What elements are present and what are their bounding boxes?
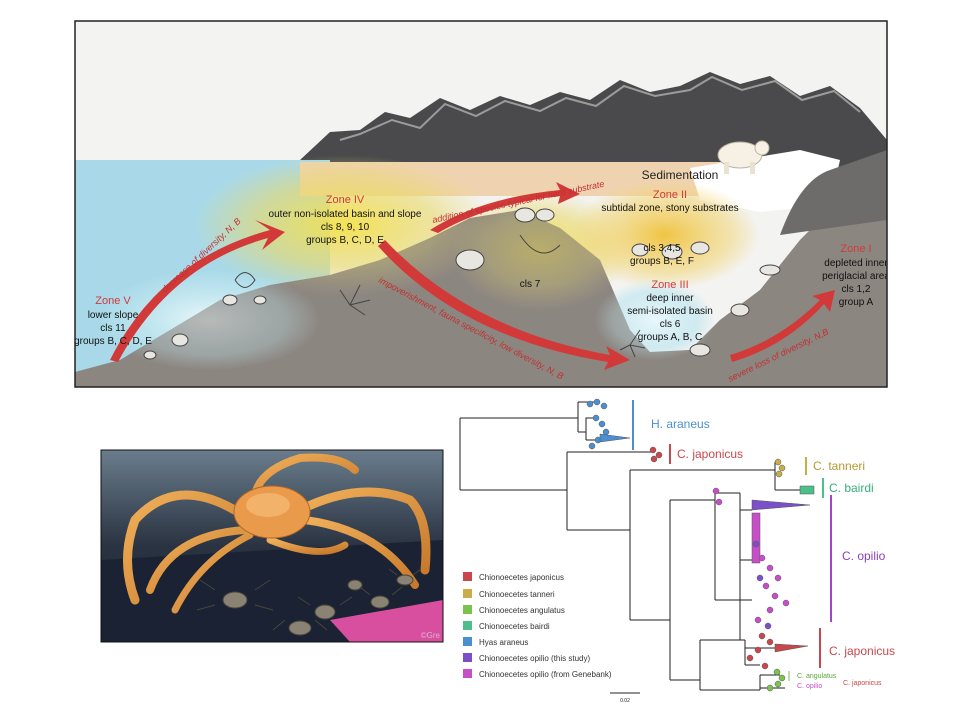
legend-label-7: Chionoecetes opilio (from Genebank) [479, 670, 612, 679]
zone1-label: Zone I depleted inner periglacial area c… [822, 243, 890, 308]
zone3-label: Zone III deep inner semi-isolated basin … [627, 279, 713, 343]
fauna-illustrations [143, 207, 781, 360]
crab-photo: ©Gre [100, 449, 444, 643]
legend-label-3: Chionoecetes angulatus [479, 606, 565, 615]
legend-swatch-5 [463, 637, 472, 646]
legend-swatch-7 [463, 669, 472, 678]
scale-bar: 0.02 [610, 692, 640, 704]
mountain-highlights [339, 75, 861, 141]
zone5-line-2: cls 11 [100, 323, 126, 334]
zone1-line-3: cls 1,2 [842, 284, 871, 295]
species-legend: Chionoecetes japonicus Chionoecetes tann… [463, 572, 612, 679]
clade-label-h-araneus: H. araneus [651, 417, 710, 431]
small-crabs [196, 568, 422, 636]
clade-label-c-tanneri: C. tanneri [813, 459, 865, 473]
clade-label-c-japonicus-top: C. japonicus [677, 447, 743, 461]
right-cliff [780, 150, 887, 235]
zone4-line-1: outer non-isolated basin and slope [269, 209, 422, 220]
zone4-line-3: groups B, C, D, E [306, 235, 384, 246]
clade-label-c-japonicus-small: C. japonicus [843, 680, 882, 687]
legend-swatch-1 [463, 572, 472, 581]
tree-branches [459, 401, 800, 691]
zone2-glow [570, 180, 760, 290]
zone3-line-3: cls 6 [660, 319, 681, 330]
arrow-impoverishment [378, 240, 630, 370]
photo-border [100, 449, 444, 643]
polar-bear-illustration [717, 140, 770, 174]
zone1-line-1: depleted inner [824, 258, 888, 269]
zone-diagram-border [74, 20, 888, 388]
zone2-line-2: cls 3,4,5 [643, 243, 681, 254]
zone5-title: Zone V [95, 295, 131, 307]
zone3-line-1: deep inner [646, 293, 694, 304]
clade-label-c-angulatus-small: C. angulatus [797, 673, 837, 680]
tree-tip-markers [586, 398, 815, 692]
arrow-severe-loss [730, 290, 835, 362]
clade-label-c-bairdi: C. bairdi [829, 481, 874, 495]
zone3-line-4: groups A, B, C [638, 332, 702, 343]
clade-bars [632, 400, 832, 681]
legend-label-4: Chionoecetes bairdi [479, 622, 550, 631]
legend-swatch-6 [463, 653, 472, 662]
zone4-title: Zone IV [326, 194, 365, 206]
zone2-label: Zone II subtidal zone, stony substrates … [601, 189, 738, 267]
phylogenetic-tree: H. araneus C. japonicus C. tanneri C. ba… [459, 398, 895, 704]
scale-bar-label: 0.02 [620, 698, 630, 704]
zone5-line-3: groups B, C, D, E [74, 336, 152, 347]
clade-label-c-opilio-small: C. opilio [797, 683, 822, 690]
zone2-title: Zone II [653, 189, 687, 201]
clade-label-c-japonicus-bottom: C. japonicus [829, 644, 895, 658]
zone4-label: Zone IV outer non-isolated basin and slo… [269, 194, 422, 246]
zone2-line-3: groups B, E, F [630, 256, 694, 267]
zone5-label: Zone V lower slope cls 11 groups B, C, D… [74, 295, 152, 347]
photo-watermark: ©Gre [421, 631, 441, 640]
zone1-title: Zone I [840, 243, 871, 255]
legend-label-1: Chionoecetes japonicus [479, 573, 564, 582]
zone3-title: Zone III [651, 279, 688, 291]
arrow-addition-species [430, 182, 580, 233]
clade-label-c-opilio: C. opilio [842, 549, 886, 563]
legend-label-5: Hyas araneus [479, 638, 528, 647]
legend-swatch-4 [463, 621, 472, 630]
zone3-line-2: semi-isolated basin [627, 306, 713, 317]
photo-pink-tape [330, 600, 443, 642]
zone1-line-2: periglacial area [822, 271, 890, 282]
zone4-line-2: cls 8, 9, 10 [321, 222, 370, 233]
zone1-line-4: group A [839, 297, 874, 308]
arrow-decrease-diversity [110, 220, 285, 362]
zone2-line-1: subtidal zone, stony substrates [601, 203, 738, 214]
legend-swatch-2 [463, 589, 472, 598]
legend-swatch-3 [463, 605, 472, 614]
sedimentation-label: Sedimentation [642, 168, 719, 182]
legend-label-2: Chionoecetes tanneri [479, 590, 555, 599]
mountain-range [300, 72, 887, 230]
diagram-arrows [110, 182, 835, 370]
large-crab [123, 453, 431, 614]
zone5-line-1: lower slope [88, 310, 139, 321]
zone-diagram-panel: Sedimentation Zone I depleted inner peri… [74, 21, 890, 387]
legend-label-6: Chionoecetes opilio (this study) [479, 654, 591, 663]
cls7-label: cls 7 [520, 279, 541, 290]
